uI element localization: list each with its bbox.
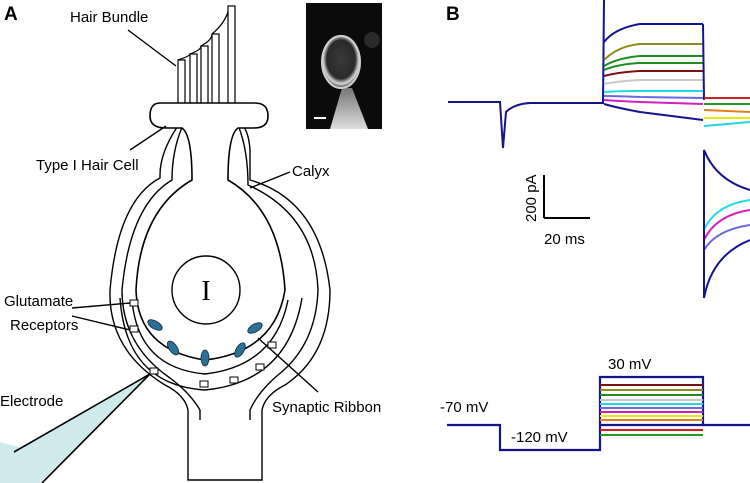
voltage-label-pre: -120 mV bbox=[511, 429, 568, 446]
trace-3 bbox=[603, 55, 703, 67]
label-receptors: Receptors bbox=[10, 317, 78, 334]
electrode-edge-top bbox=[13, 373, 151, 453]
nucleus-label: I bbox=[201, 276, 210, 307]
electrode bbox=[0, 374, 150, 483]
calyx-membrane bbox=[131, 299, 289, 375]
leader-glut-2 bbox=[71, 315, 131, 331]
micrograph-inset bbox=[306, 3, 382, 129]
panel-b-letter: B bbox=[446, 4, 460, 25]
hair-bundle bbox=[177, 5, 236, 105]
trace-1 bbox=[603, 23, 703, 43]
label-electrode: Electrode bbox=[0, 393, 63, 410]
panel-a-letter: A bbox=[4, 4, 18, 25]
tail-currents bbox=[703, 97, 750, 299]
voltage-protocol bbox=[447, 375, 750, 452]
leader-glut-1 bbox=[71, 302, 131, 309]
voltage-label-step: 30 mV bbox=[608, 356, 651, 373]
label-calyx: Calyx bbox=[292, 163, 330, 180]
trace-9 bbox=[603, 99, 704, 105]
trace-baseline bbox=[448, 0, 605, 149]
label-type1-hair-cell: Type I Hair Cell bbox=[36, 157, 139, 174]
label-hair-bundle: Hair Bundle bbox=[70, 9, 148, 26]
calyx-outer bbox=[109, 117, 331, 481]
scale-time-label: 20 ms bbox=[544, 231, 585, 248]
trace-2 bbox=[603, 43, 703, 61]
leader-hair-bundle bbox=[127, 29, 177, 67]
glutamate-receptors bbox=[129, 299, 277, 388]
leader-ribbon bbox=[257, 337, 319, 393]
trace-5 bbox=[603, 70, 703, 77]
trace-4 bbox=[603, 62, 703, 71]
label-glutamate: Glutamate bbox=[4, 293, 73, 310]
synaptic-ribbons bbox=[147, 319, 263, 367]
voltage-label-hold: -70 mV bbox=[440, 399, 488, 416]
electrode-edge-bottom bbox=[41, 373, 151, 483]
calyx-inner-right bbox=[237, 124, 319, 420]
trace-8 bbox=[603, 95, 704, 99]
scale-current-label: 200 pA bbox=[523, 174, 540, 222]
leader-calyx bbox=[249, 171, 291, 189]
trace-6 bbox=[603, 79, 703, 85]
trace-10 bbox=[603, 103, 704, 121]
label-synaptic-ribbon: Synaptic Ribbon bbox=[272, 399, 381, 416]
trace-7 bbox=[603, 90, 703, 93]
calyx-membrane-outer bbox=[119, 297, 303, 391]
voltage-steps bbox=[600, 384, 703, 436]
leader-type1 bbox=[129, 125, 167, 151]
trace-off-step bbox=[702, 23, 705, 101]
current-traces bbox=[603, 23, 705, 121]
nucleus bbox=[171, 255, 241, 325]
